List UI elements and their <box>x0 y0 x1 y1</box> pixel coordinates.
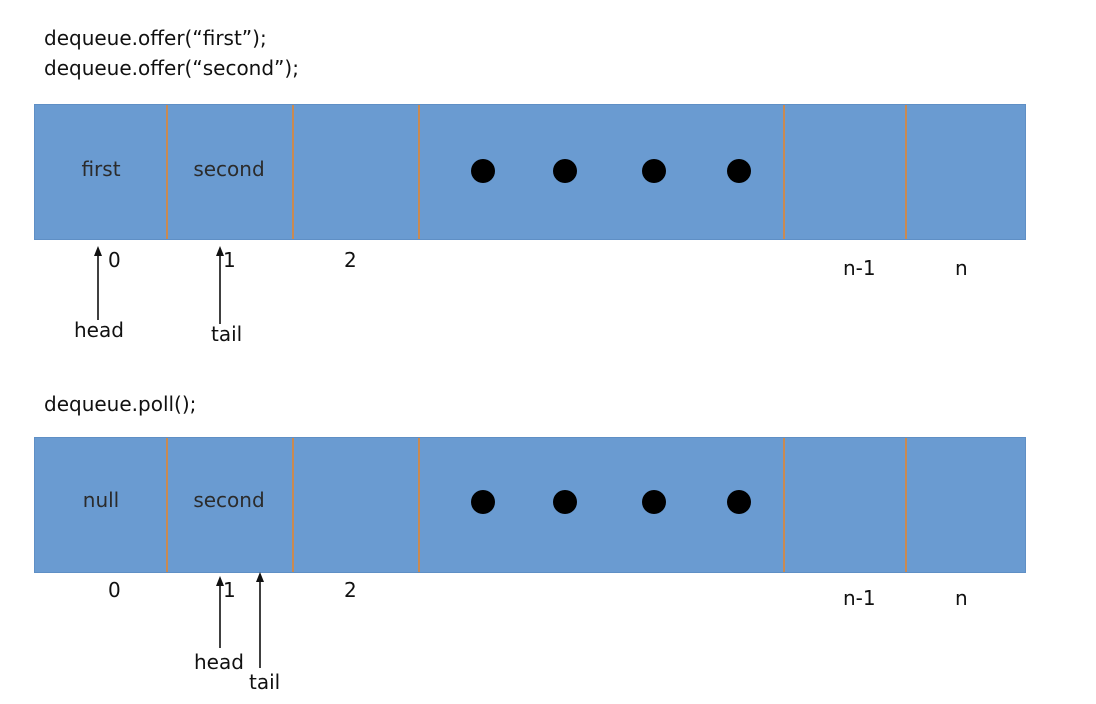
tail-arrow-icon <box>216 246 224 324</box>
cell-divider <box>783 105 785 239</box>
cell-divider <box>166 105 168 239</box>
code-line-poll: dequeue.poll(); <box>44 392 197 416</box>
deque-array-bottom: null second <box>34 437 1026 573</box>
tail-pointer-label: tail <box>211 322 243 346</box>
head-pointer-label: head <box>194 650 244 674</box>
ellipsis-dot <box>727 490 751 514</box>
code-line-offer-first: dequeue.offer(“first”); <box>44 26 267 50</box>
cell-divider <box>783 438 785 572</box>
ellipsis-dot <box>642 159 666 183</box>
head-arrow-icon <box>216 576 224 648</box>
head-arrow-icon <box>94 246 102 320</box>
ellipsis-dot <box>471 490 495 514</box>
cell-0-value: null <box>82 488 120 512</box>
cell-1-value: second <box>193 488 265 512</box>
index-2: 2 <box>344 578 357 602</box>
cell-1-value: second <box>193 157 265 181</box>
index-0: 0 <box>108 248 121 272</box>
index-1: 1 <box>223 578 236 602</box>
cell-divider <box>905 105 907 239</box>
index-n-minus-1: n-1 <box>843 586 876 610</box>
cell-divider <box>166 438 168 572</box>
ellipsis-dot <box>471 159 495 183</box>
ellipsis-dot <box>727 159 751 183</box>
tail-pointer-label: tail <box>249 670 281 694</box>
index-1: 1 <box>223 248 236 272</box>
ellipsis-dot <box>642 490 666 514</box>
deque-array-top: first second <box>34 104 1026 240</box>
index-2: 2 <box>344 248 357 272</box>
index-n: n <box>955 586 968 610</box>
code-line-offer-second: dequeue.offer(“second”); <box>44 56 299 80</box>
index-n-minus-1: n-1 <box>843 256 876 280</box>
tail-arrow-icon <box>256 572 264 668</box>
cell-divider <box>418 105 420 239</box>
ellipsis-dot <box>553 490 577 514</box>
cell-divider <box>292 438 294 572</box>
index-n: n <box>955 256 968 280</box>
cell-0-value: first <box>81 157 121 181</box>
cell-divider <box>418 438 420 572</box>
head-pointer-label: head <box>74 318 124 342</box>
cell-divider <box>905 438 907 572</box>
ellipsis-dot <box>553 159 577 183</box>
cell-divider <box>292 105 294 239</box>
index-0: 0 <box>108 578 121 602</box>
